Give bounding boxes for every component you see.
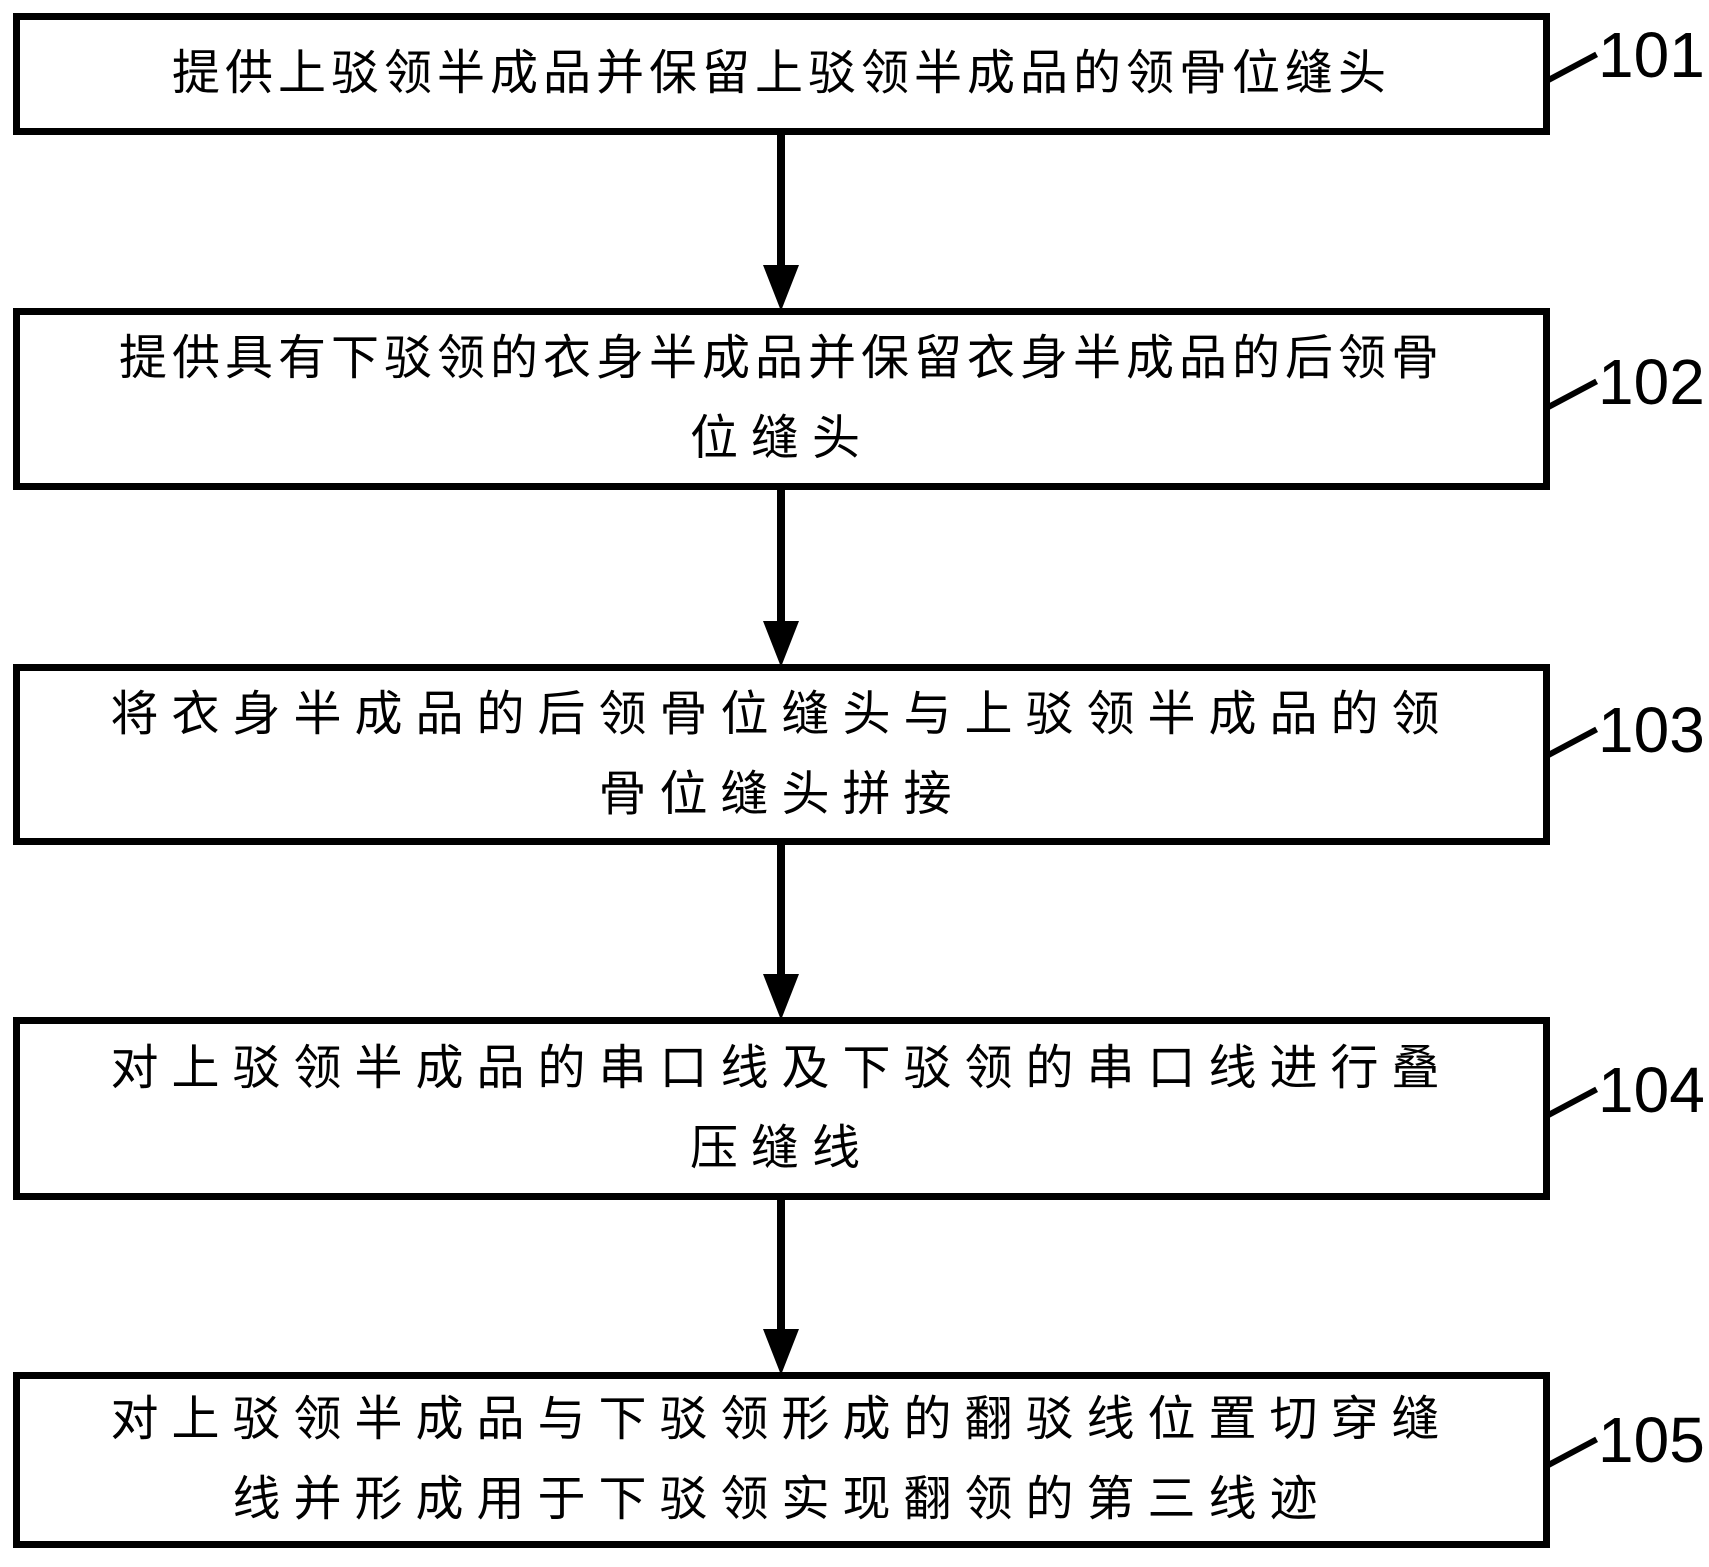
arrow-head-icon (763, 621, 799, 667)
step-105-text-line-2: 线并形成用于下驳领实现翻领的第三线迹 (232, 1473, 1331, 1526)
down-arrow-102-103 (763, 490, 799, 667)
step-103-text-line-1: 将衣身半成品的后领骨位缝头与上驳领半成品的领 (110, 687, 1453, 741)
step-102-leader-line (1543, 378, 1599, 412)
step-102-text-line-2: 位缝头 (689, 412, 873, 465)
step-102-box: 提供具有下驳领的衣身半成品并保留衣身半成品的后领骨 位缝头 (13, 308, 1550, 490)
arrow-head-icon (763, 1329, 799, 1375)
arrow-head-icon (763, 974, 799, 1020)
step-102-ref-label: 102 (1598, 346, 1705, 418)
step-104-text-line-1: 对上驳领半成品的串口线及下驳领的串口线进行叠 (110, 1041, 1453, 1095)
down-arrow-101-102 (763, 135, 799, 311)
step-101-box: 提供上驳领半成品并保留上驳领半成品的领骨位缝头 (13, 13, 1550, 135)
step-101-text-line-1: 提供上驳领半成品并保留上驳领半成品的领骨位缝头 (171, 47, 1391, 100)
step-103-box: 将衣身半成品的后领骨位缝头与上驳领半成品的领 骨位缝头拼接 (13, 664, 1550, 845)
down-arrow-103-104 (763, 845, 799, 1020)
arrow-shaft (777, 490, 785, 629)
arrow-shaft (777, 1200, 785, 1337)
step-103-ref-label: 103 (1598, 694, 1705, 766)
arrow-shaft (777, 845, 785, 982)
down-arrow-104-105 (763, 1200, 799, 1375)
step-102-text-line-1: 提供具有下驳领的衣身半成品并保留衣身半成品的后领骨 (118, 332, 1444, 385)
step-101-leader-line (1543, 51, 1599, 85)
step-105-leader-line (1543, 1436, 1599, 1470)
step-103-text-line-2: 骨位缝头拼接 (598, 767, 965, 821)
step-103-leader-line (1543, 726, 1599, 760)
step-105-ref-label: 105 (1598, 1404, 1705, 1476)
arrow-head-icon (763, 265, 799, 311)
step-105-box: 对上驳领半成品与下驳领形成的翻驳线位置切穿缝 线并形成用于下驳领实现翻领的第三线… (13, 1372, 1550, 1548)
step-104-ref-label: 104 (1598, 1054, 1705, 1126)
step-104-text-line-2: 压缝线 (689, 1121, 873, 1175)
step-104-box: 对上驳领半成品的串口线及下驳领的串口线进行叠 压缝线 (13, 1017, 1550, 1200)
step-101-ref-label: 101 (1598, 19, 1705, 91)
step-105-text-line-1: 对上驳领半成品与下驳领形成的翻驳线位置切穿缝 (110, 1393, 1453, 1446)
step-104-leader-line (1543, 1086, 1599, 1120)
arrow-shaft (777, 135, 785, 273)
